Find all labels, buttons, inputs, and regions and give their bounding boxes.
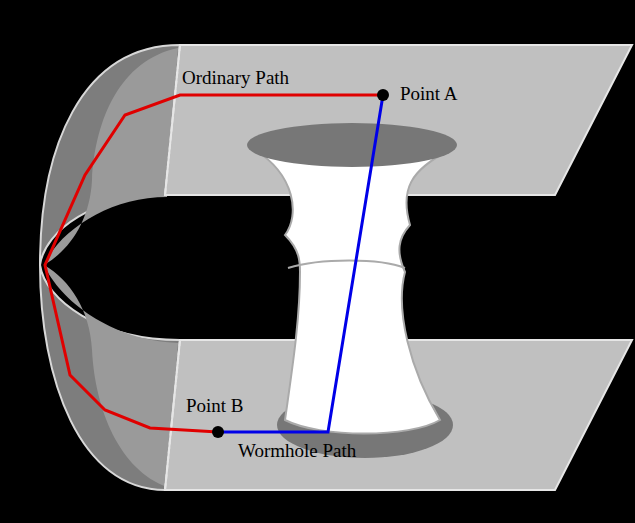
fold-seam <box>165 45 180 195</box>
path-label: Ordinary Path <box>182 68 289 88</box>
wormhole-mouth <box>247 123 457 167</box>
label-holder: Wormhole Path <box>238 441 356 461</box>
wormhole-throat <box>255 150 450 434</box>
space-fold <box>40 45 180 490</box>
label-holder: Point B <box>186 396 244 416</box>
fold-highlight <box>44 48 178 487</box>
point-marker <box>377 89 389 101</box>
wormhole-path-line <box>218 95 383 432</box>
throat-seam <box>288 261 405 269</box>
label-holder: Point A <box>400 84 458 104</box>
point-label: Point B <box>186 396 244 416</box>
path-label: Wormhole Path <box>238 441 356 461</box>
fold-seam <box>165 340 180 490</box>
point-label: Point A <box>400 84 458 104</box>
label-holder: Ordinary Path <box>182 68 289 88</box>
point-marker <box>212 426 224 438</box>
ordinary-path-line <box>45 95 383 432</box>
